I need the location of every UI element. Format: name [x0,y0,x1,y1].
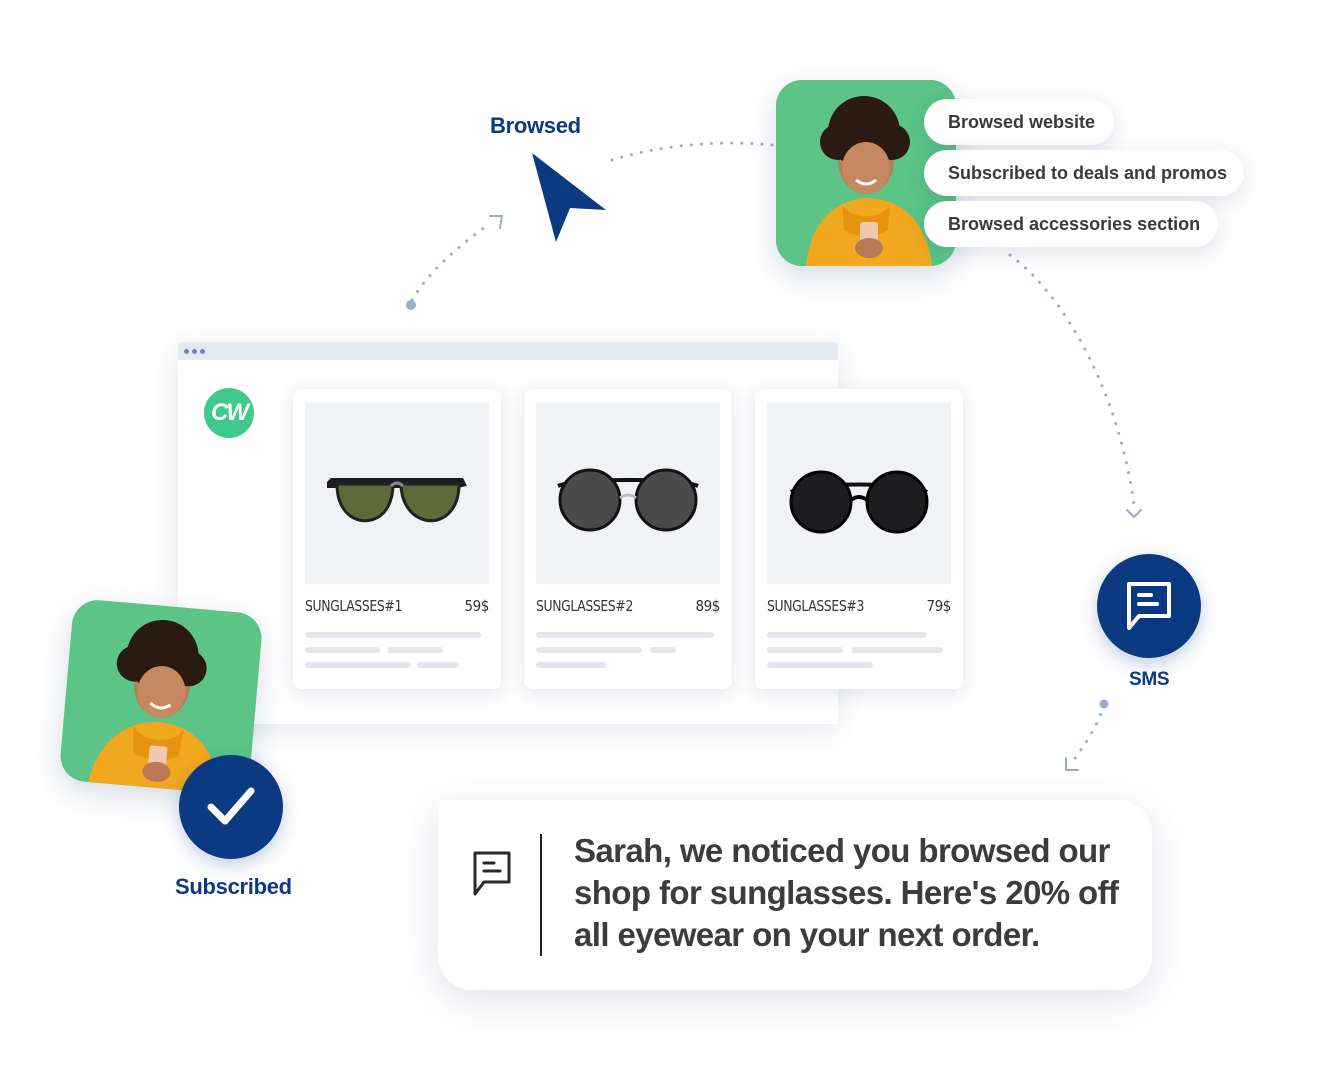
tag-text: Browsed accessories section [948,213,1201,234]
placeholder-line [305,647,380,653]
browser-dots-icon [184,349,189,354]
subscribed-check-badge [179,755,283,859]
placeholder-line [305,662,411,668]
tag-text: Browsed website [948,111,1096,132]
arrowhead-to-sms [1126,509,1142,518]
message-text: Sarah, we noticed you browsed our shop f… [574,832,1119,953]
connector-sms-to-message [1068,703,1106,767]
connector-subscribed-to-browsed [410,223,490,302]
product-name: SUNGLASSES#2 [536,597,633,615]
placeholder-line [305,632,481,638]
arrowhead-to-browsed [489,215,503,229]
connector-browsed-to-profile [610,141,774,162]
placeholder-line [536,662,606,668]
product-price: 89$ [695,597,720,615]
browser-title-bar [178,342,838,360]
person-avatar-icon [58,598,264,796]
placeholder-line [387,647,443,653]
product-card-3[interactable]: SUNGLASSES#3 79$ [755,389,963,689]
message-divider [540,834,542,956]
logo-text: CW [211,399,249,426]
chat-icon [473,851,511,896]
subscribed-label: Subscribed [175,874,292,899]
browsed-label: Browsed [490,113,581,138]
product-name: SUNGLASSES#1 [305,597,402,615]
shop-logo: CW [204,388,254,438]
connector-start-dot [406,300,416,310]
connector-sms-dot [1099,699,1109,709]
placeholder-line [417,662,459,668]
browser-dots-icon [192,349,197,354]
placeholder-line [536,647,642,653]
sunglasses-icon [327,478,467,523]
product-price: 59$ [464,597,489,615]
check-icon [207,787,255,825]
tag-pill-browsed-website: Browsed website [924,99,1114,145]
tag-pill-subscribed-deals: Subscribed to deals and promos [924,150,1244,196]
profile-photo-bottom [58,598,264,796]
product-card-2[interactable]: SUNGLASSES#2 89$ [524,389,732,689]
placeholder-line [767,647,843,653]
placeholder-line [767,632,927,638]
connector-profile-to-sms [1008,253,1136,507]
product-image [767,402,951,584]
placeholder-line [650,647,676,653]
chat-icon [1127,582,1171,630]
cursor-arrow-icon [532,153,606,242]
tag-pill-browsed-accessories: Browsed accessories section [924,201,1218,247]
sms-message-bubble: Sarah, we noticed you browsed our shop f… [438,800,1152,990]
sunglasses-icon [789,470,929,534]
arrowhead-to-message [1065,757,1079,771]
product-image [305,402,489,584]
sunglasses-icon [557,468,699,532]
sms-label: SMS [1129,669,1170,690]
tag-text: Subscribed to deals and promos [948,162,1228,183]
product-price: 79$ [926,597,951,615]
sms-badge [1097,554,1201,658]
product-image [536,402,720,584]
placeholder-line [536,632,714,638]
product-card-1[interactable]: SUNGLASSES#1 59$ [293,389,501,689]
browser-window [178,342,838,724]
browser-dots-icon [200,349,205,354]
product-name: SUNGLASSES#3 [767,597,864,615]
placeholder-line [851,647,943,653]
placeholder-line [767,662,873,668]
